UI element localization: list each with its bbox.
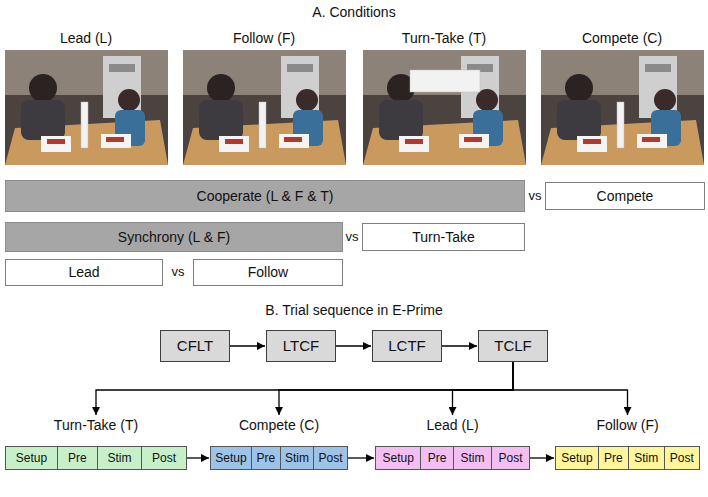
trial-phase: Setup [376,447,421,469]
sequence-arrow [442,345,477,346]
node-text: Pre [604,451,623,465]
photo-caption: Lead (L) [60,30,112,47]
trial-block: Follow (F) Setup Pre Stim Post [555,417,700,470]
trial-phase: Pre [58,447,97,469]
trial-phase: Stim [629,447,664,469]
trial-phase: Setup [556,447,599,469]
order-box: LTCF [266,330,336,362]
node-text: Setup [16,451,47,465]
photo-partition [617,102,624,148]
vs-label: vs [172,264,185,280]
photo-lead [5,50,168,165]
node-text: Synchrony (L & F) [118,229,230,246]
node-text: Stim [285,451,309,465]
node-text: LCTF [388,337,426,355]
order-box: TCLF [478,330,548,362]
condition-box: Follow [193,259,343,286]
condition-bar: Synchrony (L & F) [5,222,343,252]
node-text: Stim [461,451,485,465]
section-heading: A. Conditions [312,4,395,21]
sequence-arrow [96,362,513,415]
trial-phase: Stim [454,447,492,469]
trial-block: Lead (L) Setup Pre Stim Post [375,417,530,470]
sequence-arrow [530,457,554,458]
trial-block: Turn-Take (T) Setup Pre Stim Post [5,417,187,470]
photo-turn-take [363,50,526,165]
photo-caption: Follow (F) [233,30,295,47]
photo-caption: Turn-Take (T) [402,30,486,47]
condition-box: Lead [5,259,163,286]
node-text: Post [152,451,176,465]
sequence-arrow [279,362,513,415]
node-text: Post [670,451,694,465]
order-box: LCTF [372,330,442,362]
node-text: Cooperate (L & F & T) [197,188,334,205]
node-text: Post [498,451,522,465]
sequence-arrow [187,457,209,458]
trial-phase: Stim [281,447,315,469]
trial-phase: Post [665,447,700,469]
node-text: CFLT [177,337,213,355]
phase-row: Setup Pre Stim Post [210,446,348,470]
node-text: Pre [428,451,447,465]
photo-caption: Compete (C) [582,30,662,47]
node-text: LTCF [283,337,319,355]
condition-bar: Cooperate (L & F & T) [5,180,525,212]
trial-phase: Stim [98,447,143,469]
trial-phase: Post [142,447,186,469]
node-text: Post [319,451,343,465]
phase-row: Setup Pre Stim Post [375,446,530,470]
photo-follow [183,50,346,165]
photo-partition [81,102,88,148]
sequence-arrow [230,345,265,346]
node-text: TCLF [494,337,532,355]
condition-box: Compete [545,182,705,210]
node-text: Compete [597,188,654,205]
node-text: Pre [256,451,275,465]
trial-block: Compete (C) Setup Pre Stim Post [210,417,348,470]
vs-label: vs [529,188,542,204]
node-text: Setup [215,451,246,465]
trial-phase: Setup [211,447,252,469]
node-text: Stim [107,451,131,465]
node-text: Follow [248,264,288,281]
trial-phase: Pre [252,447,280,469]
trial-phase: Post [492,447,529,469]
photo-partition [259,102,266,148]
node-text: Follow (F) [555,417,700,434]
node-text: Lead [68,264,99,281]
sequence-arrow [513,362,628,415]
trial-phase: Setup [6,447,58,469]
section-heading: B. Trial sequence in E-Prime [265,302,442,319]
photo-compete [541,50,704,165]
phase-row: Setup Pre Stim Post [5,446,187,470]
sequence-arrow [453,362,514,415]
photo-board [410,70,480,92]
trial-phase: Pre [421,447,454,469]
sequence-arrow [348,457,374,458]
node-text: Pre [68,451,87,465]
trial-phase: Pre [599,447,629,469]
node-text: Setup [382,451,413,465]
node-text: Stim [634,451,658,465]
order-box: CFLT [160,330,230,362]
trial-phase: Post [314,447,347,469]
vs-label: vs [346,229,359,245]
sequence-arrow [336,345,371,346]
node-text: Turn-Take [412,229,475,246]
node-text: Compete (C) [210,417,348,434]
node-text: Turn-Take (T) [5,417,187,434]
condition-box: Turn-Take [362,223,525,251]
node-text: Setup [561,451,592,465]
node-text: Lead (L) [375,417,530,434]
phase-row: Setup Pre Stim Post [555,446,700,470]
